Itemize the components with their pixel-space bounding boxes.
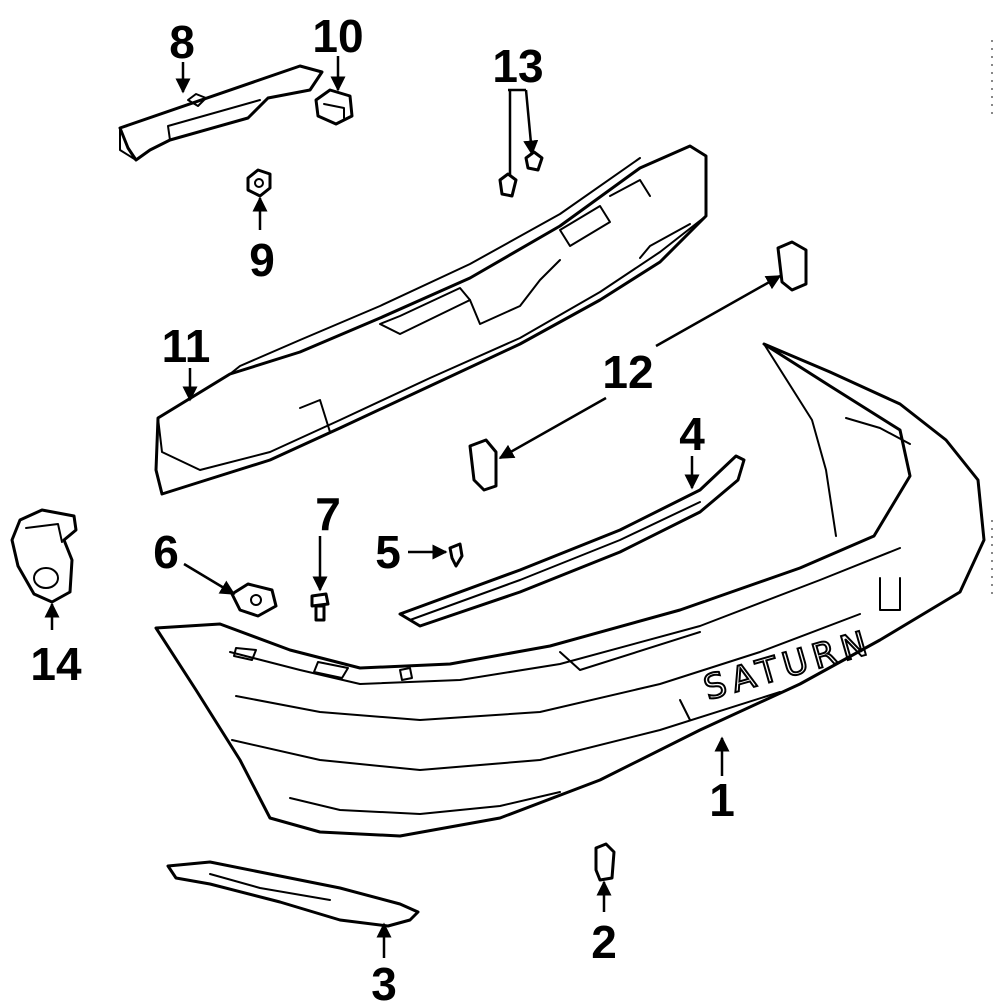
callout-4: 4 <box>679 408 705 460</box>
callout-3: 3 <box>371 958 397 1007</box>
part-side-bracket-14 <box>10 508 78 604</box>
part-clips-13 <box>498 150 544 198</box>
callout-10: 10 <box>312 10 363 62</box>
part-clip-nut-6 <box>230 582 278 618</box>
leader-12b <box>498 396 607 460</box>
part-screw-5 <box>448 542 464 568</box>
callout-2: 2 <box>591 916 617 968</box>
callout-11: 11 <box>162 320 211 372</box>
leader-lines <box>44 56 782 958</box>
callout-1: 1 <box>709 774 735 826</box>
leader-13 <box>508 88 532 176</box>
callout-6: 6 <box>153 526 179 578</box>
leader-12a <box>655 274 782 348</box>
callout-5: 5 <box>375 526 401 578</box>
part-nut-9 <box>246 168 272 198</box>
part-push-clip-2 <box>594 842 616 882</box>
callout-7: 7 <box>315 488 341 540</box>
callout-12: 12 <box>602 346 653 398</box>
part-bolt-7 <box>310 592 330 622</box>
callout-13: 13 <box>492 40 543 92</box>
part-lower-bracket-3 <box>166 860 420 928</box>
callout-14: 14 <box>30 638 82 690</box>
callout-numbers: 8 10 9 13 11 12 4 5 6 7 14 1 3 2 <box>30 10 734 1007</box>
part-clip-12a <box>468 438 498 492</box>
part-energy-absorber-11 <box>154 144 708 496</box>
callout-9: 9 <box>249 234 275 286</box>
callout-8: 8 <box>169 16 195 68</box>
leader-6 <box>183 562 236 596</box>
part-bracket-8 <box>118 64 324 162</box>
part-molding-4 <box>398 454 746 628</box>
part-clip-12b <box>776 240 808 292</box>
part-clip-nut-10 <box>314 88 354 126</box>
